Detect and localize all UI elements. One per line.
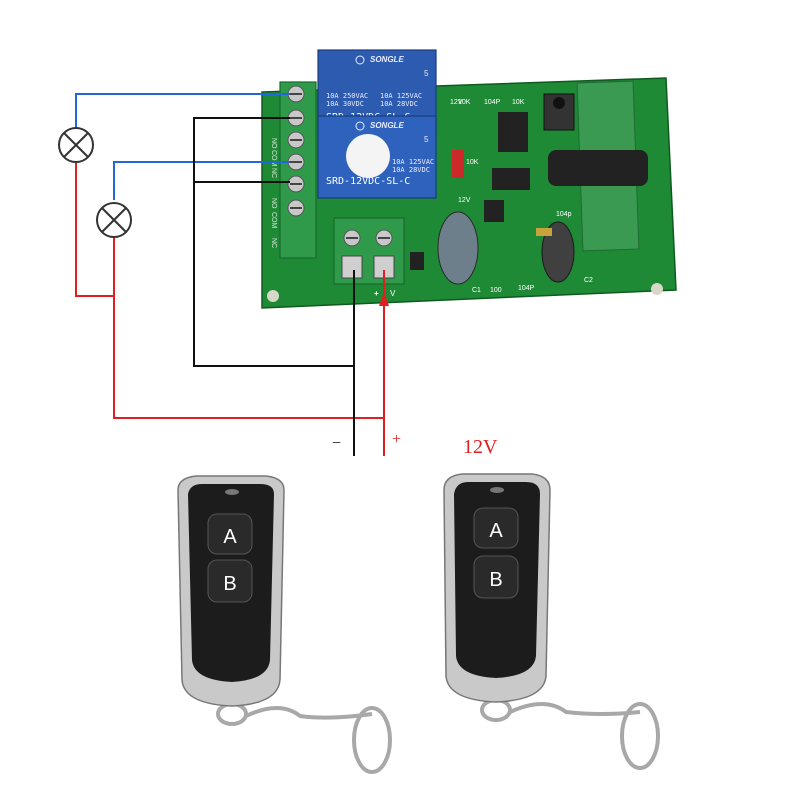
button-a-label: A [223, 526, 237, 548]
lamp-cross [101, 207, 127, 233]
terminal-label: NC [270, 238, 277, 248]
remote-button-a[interactable] [207, 513, 253, 555]
wire-clamp [341, 255, 363, 279]
receiver-board: SONGLE 5 10A 250VAC 10A 30VDC 10A 125VAC… [261, 49, 677, 309]
relay-pin-count: 5 [424, 135, 429, 144]
brand-logo-icon [355, 121, 365, 131]
label-sticker [346, 134, 390, 178]
lamp-1 [58, 127, 94, 163]
pcb-label: 104P [518, 285, 535, 292]
remote-button-b[interactable] [207, 559, 253, 603]
terminal-label: NO [270, 138, 277, 149]
transistor [492, 168, 530, 190]
remote-button-b[interactable] [473, 555, 519, 599]
relay-brand: SONGLE [370, 55, 404, 64]
push-button-cap [553, 97, 565, 109]
keychain-ring [480, 698, 660, 770]
ic-chip [498, 112, 528, 152]
wiring [75, 93, 389, 456]
lobster-clasp [509, 702, 641, 716]
remote-button-a[interactable] [473, 507, 519, 549]
terminal-label: COM [270, 150, 277, 167]
button-b-label: B [489, 569, 502, 591]
power-terminal-block: + V [333, 217, 405, 298]
pcb-label: 12V [450, 99, 463, 106]
regulator [484, 200, 504, 222]
capacitor-c2 [541, 221, 575, 283]
relay-model: SRD-12VDC-SL-C [326, 176, 410, 187]
led-indicator [490, 487, 504, 493]
clasp-loop [620, 702, 660, 770]
relay-pin-count: 5 [424, 69, 429, 78]
minus-label: − [332, 435, 341, 452]
relay-rating: 10A 125VAC [392, 158, 434, 166]
pcb-label: 104p [556, 211, 572, 218]
cap-small [536, 228, 552, 236]
lamp-2 [96, 202, 132, 238]
arrow-up-icon [379, 292, 389, 306]
brand-logo-icon [355, 55, 365, 65]
mount-hole [651, 283, 663, 295]
voltage-label: 12V [463, 436, 498, 458]
led-red [452, 150, 464, 178]
pcb-label: 104P [484, 99, 501, 106]
lobster-clasp [245, 706, 373, 720]
relay-rating: 10A 28VDC [380, 100, 418, 108]
terminal-label: COM [270, 212, 277, 229]
wire-red-lamp2 [113, 238, 384, 419]
pcb-label: 10K [512, 99, 525, 106]
relay-2: SONGLE 5 10A 125VAC 10A 28VDC SRD-12VDC-… [317, 115, 437, 199]
wire-blue-lamp2 [113, 161, 290, 200]
lamp-cross [63, 132, 89, 158]
key-ring [216, 702, 248, 726]
remote-2: A B [443, 473, 660, 770]
relay-brand: SONGLE [370, 121, 404, 130]
mount-hole [267, 290, 279, 302]
keychain-ring [216, 702, 392, 774]
wire-black-com1 [193, 117, 354, 367]
button-a-label: A [489, 520, 503, 542]
diode [410, 252, 424, 270]
board-plus-label: + [374, 289, 379, 298]
relay-rating: 10A 30VDC [326, 100, 364, 108]
clasp-loop [352, 706, 392, 774]
pcb-label: C1 [472, 287, 481, 294]
remote-1: A B [177, 475, 392, 774]
wire-red-lamp1 [75, 162, 114, 297]
board-v-label: V [390, 289, 396, 298]
terminal-labels: NO COM NC NO COM NC [270, 138, 277, 248]
pcb-label: C2 [584, 277, 593, 284]
terminal-label: NO [270, 198, 277, 209]
capacitor-c1 [437, 211, 479, 285]
output-terminal-block [279, 81, 317, 259]
pcb-components: 12V 10K 104P 10K 10K 12V 104p C1 100 104… [410, 80, 648, 294]
relay-rating: 10A 28VDC [392, 166, 430, 174]
relay-rating: 10A 125VAC [380, 92, 422, 100]
relay-rating: 10A 250VAC [326, 92, 368, 100]
plus-label: + [392, 431, 401, 448]
wire-blue-lamp1 [75, 93, 290, 128]
button-b-label: B [223, 573, 236, 595]
terminal-label: NC [270, 168, 277, 178]
pcb-label: 10K [458, 99, 471, 106]
antenna-coil [548, 150, 648, 186]
pcb-label: 100 [490, 287, 502, 294]
led-indicator [225, 489, 239, 495]
pcb-label: 12V [458, 197, 471, 204]
pcb-label: 10K [466, 159, 479, 166]
key-ring [480, 698, 512, 722]
